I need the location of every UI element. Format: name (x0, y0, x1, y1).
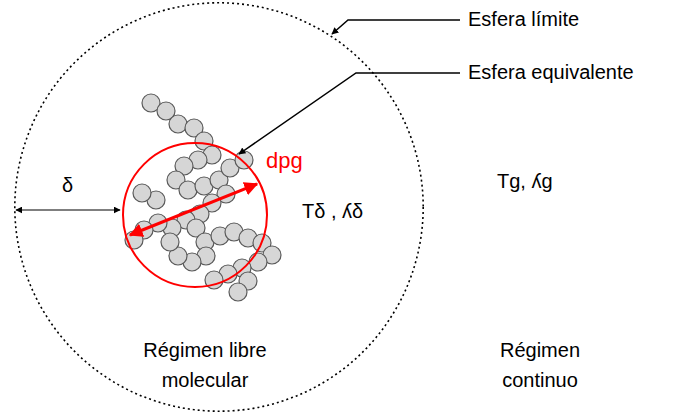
primary-particle (133, 184, 151, 202)
gap-symbol: δ (62, 172, 73, 198)
sphere-label: Esfera límite (468, 6, 579, 32)
sphere-label: Esfera equivalente (468, 59, 634, 85)
gas-conditions: Tg, ʎg (497, 168, 553, 194)
primary-particle (235, 151, 253, 169)
leader-line (332, 20, 460, 34)
boundary-sphere: Esfera límiteTδ , ʎδRégimen libre molecu… (14, 2, 424, 412)
primary-particle (179, 181, 197, 199)
primary-particle (249, 253, 267, 271)
primary-particle (161, 233, 179, 251)
gap-arrow (16, 209, 120, 210)
leader-line (239, 73, 460, 154)
diameter-arrow (130, 184, 257, 235)
equivalent-sphere-outline (122, 142, 268, 288)
regime-label: Régimen continuo (490, 335, 590, 395)
local-conditions: Tδ , ʎδ (302, 198, 363, 224)
diameter-label: dpg (266, 148, 303, 174)
equivalent-sphere: Esfera equivalentedpg (122, 142, 268, 288)
regime-label: Régimen libre molecular (138, 335, 272, 395)
primary-particle (169, 115, 187, 133)
primary-particle (229, 283, 247, 301)
